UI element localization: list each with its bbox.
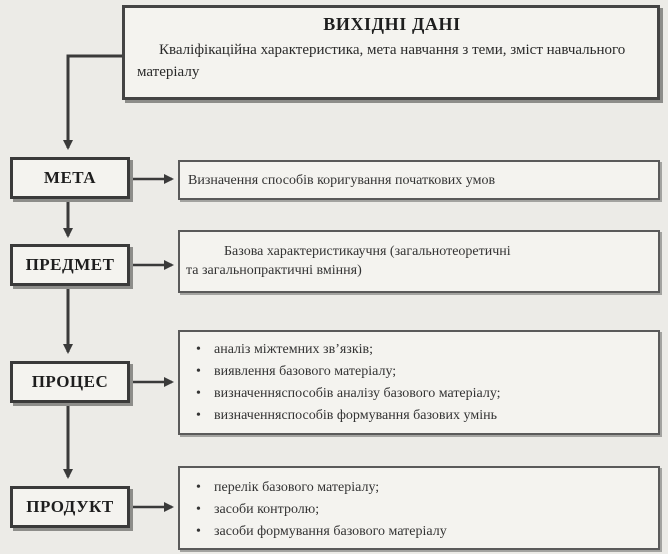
predmet-description-box: Базова характеристикаучня (загальнотеоре…	[178, 230, 660, 293]
predmet-description-line-2: та загальнопрактичні вміння)	[186, 263, 362, 278]
stage-predmet-label: ПРЕДМЕТ	[25, 255, 115, 274]
stage-produkt-label: ПРОДУКТ	[26, 497, 114, 516]
predmet-description-line-1: Базова характеристикаучня (загальнотеоре…	[224, 244, 511, 259]
list-item: засоби формування базового матеріалу	[186, 522, 652, 541]
stage-produkt-box: ПРОДУКТ	[10, 486, 130, 528]
initial-data-box: ВИХІДНІ ДАНІ Кваліфікаційна характеристи…	[122, 5, 660, 100]
connector-header-to-meta	[63, 54, 122, 150]
list-item: перелік базового матеріалу;	[186, 478, 652, 497]
stage-meta-box: МЕТА	[10, 157, 130, 199]
stage-protses-label: ПРОЦЕС	[31, 372, 109, 391]
protses-item-list: аналіз міжтемних зв’язків; виявлення баз…	[186, 340, 652, 425]
list-item: аналіз міжтемних зв’язків;	[186, 340, 652, 359]
initial-data-text: Кваліфікаційна характеристика, мета навч…	[137, 42, 626, 80]
list-item: визначенняспособів формування базових ум…	[186, 406, 652, 425]
meta-description-text: Визначення способів коригування початков…	[188, 173, 496, 188]
stage-protses-box: ПРОЦЕС	[10, 361, 130, 403]
produkt-description-box: перелік базового матеріалу; засоби контр…	[178, 466, 660, 550]
initial-data-title: ВИХІДНІ ДАНІ	[323, 14, 461, 34]
meta-description-box: Визначення способів коригування початков…	[178, 160, 660, 200]
produkt-item-list: перелік базового матеріалу; засоби контр…	[186, 478, 652, 541]
stage-predmet-box: ПРЕДМЕТ	[10, 244, 130, 286]
list-item: визначенняспособів аналізу базового мате…	[186, 384, 652, 403]
list-item: засоби контролю;	[186, 500, 652, 519]
list-item: виявлення базового матеріалу;	[186, 362, 652, 381]
stage-meta-label: МЕТА	[43, 168, 97, 187]
protses-description-box: аналіз міжтемних зв’язків; виявлення баз…	[178, 330, 660, 435]
